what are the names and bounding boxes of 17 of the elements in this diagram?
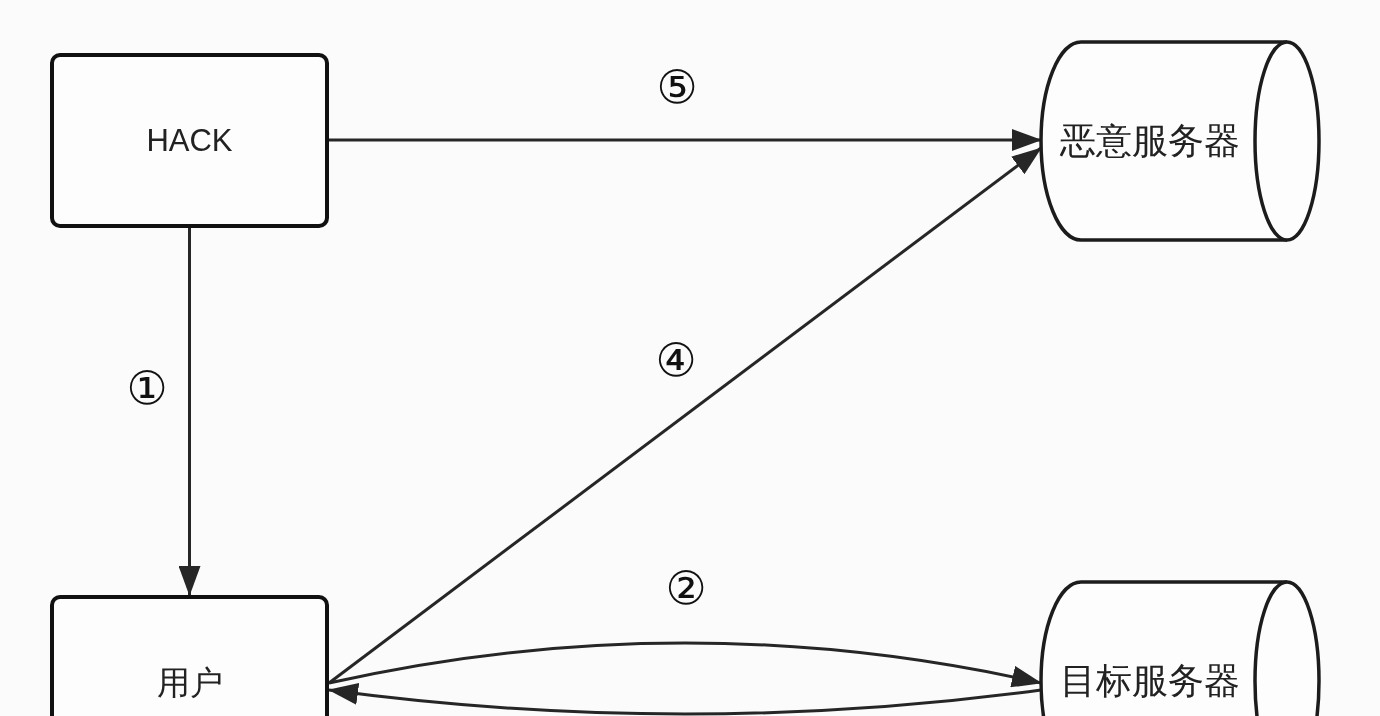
arrow xyxy=(328,682,1042,716)
arrow xyxy=(178,228,201,596)
step-number: ⑤ xyxy=(656,64,698,110)
step-number: ④ xyxy=(655,337,697,383)
database-cylinder xyxy=(1039,40,1322,242)
node-label: HACK xyxy=(146,125,233,156)
arrow xyxy=(328,146,1042,685)
step-number: ② xyxy=(665,565,707,611)
process-box xyxy=(50,595,329,716)
process-box xyxy=(50,53,329,228)
node-label: 恶意服务器 xyxy=(1060,123,1240,159)
node-label: 用户 xyxy=(156,666,223,699)
database-cylinder xyxy=(1039,580,1322,716)
arrow xyxy=(329,129,1042,151)
step-number: ① xyxy=(126,365,168,411)
node-label: 目标服务器 xyxy=(1060,663,1240,699)
arrow xyxy=(328,641,1042,688)
